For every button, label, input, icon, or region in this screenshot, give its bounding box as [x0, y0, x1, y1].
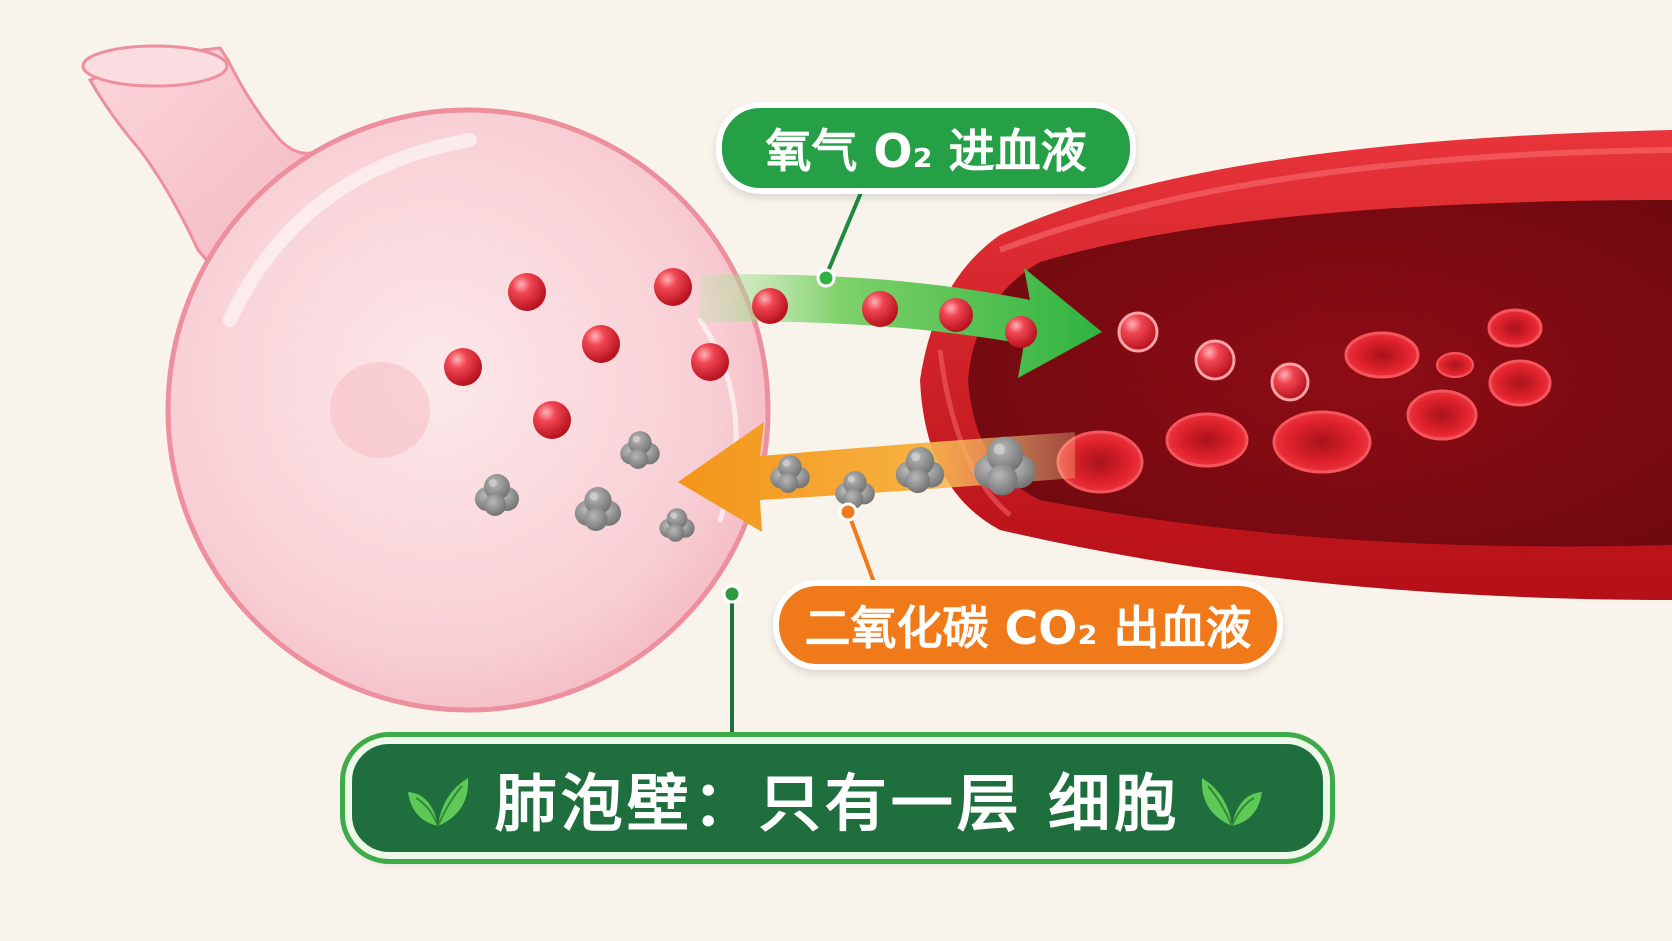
carbon-dioxide-arrow	[678, 422, 1075, 532]
alveolus	[81, 44, 771, 713]
alveolar-wall-label-text: 肺泡壁：只有一层 细胞	[494, 767, 1181, 840]
oxygen-label-text: 氧气 O₂ 进血液	[765, 124, 1087, 178]
oxygen-molecules	[444, 268, 1310, 439]
oxygen-label: 氧气 O₂ 进血液	[716, 102, 1136, 194]
oxygen-arrow	[700, 268, 1102, 378]
leaf-icon	[408, 778, 469, 827]
alveolar-wall-label: 肺泡壁：只有一层 细胞	[340, 732, 1335, 864]
red-blood-cells	[1056, 308, 1552, 494]
carbon-dioxide-label: 二氧化碳 CO₂ 出血液	[773, 580, 1283, 670]
carbon-dioxide-label-text: 二氧化碳 CO₂ 出血液	[804, 601, 1252, 655]
leaf-icon	[1201, 778, 1262, 827]
leader-lines	[722, 189, 877, 740]
